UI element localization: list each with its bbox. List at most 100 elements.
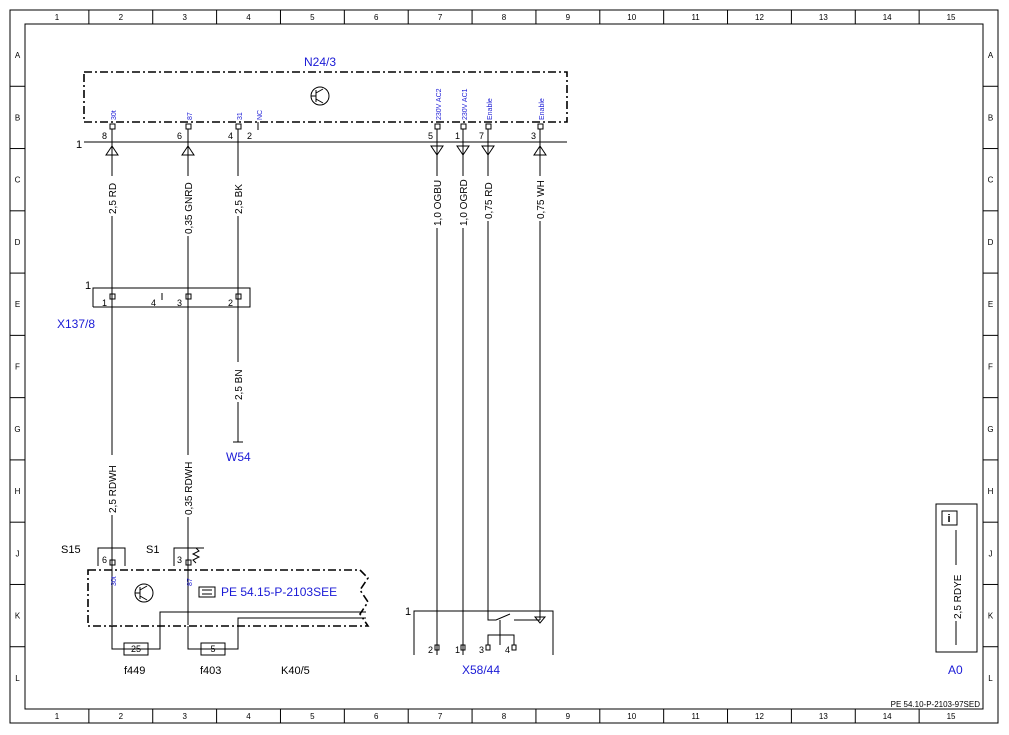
x137-pin-2: 2 (228, 298, 233, 308)
column-label: 2 (119, 712, 124, 721)
column-label: 14 (883, 13, 892, 22)
column-label: 15 (947, 712, 956, 721)
signal-31: 31 (237, 112, 244, 120)
column-label: 9 (566, 712, 571, 721)
row-label: J (989, 549, 993, 558)
row-label: D (15, 238, 21, 247)
signal-enable-1: Enable (487, 98, 494, 120)
column-label: 1 (55, 712, 60, 721)
k40-s15-label: S15 (61, 544, 81, 556)
k40-signal-87: 87 (187, 578, 194, 586)
transistor-icon (134, 583, 154, 603)
row-label: J (16, 549, 20, 558)
connector-x58-44-ref: 1 (405, 606, 411, 618)
sheet-frame (9, 9, 999, 724)
resistor-icon (191, 547, 201, 564)
column-label: 11 (691, 13, 700, 22)
fuse-f403-label: f403 (200, 665, 221, 677)
row-label: D (988, 238, 994, 247)
row-label: A (15, 51, 21, 60)
module-k40-5[interactable]: S15 S1 6 3 30t 87 PE 54.15-P-2103SEE K40… (61, 544, 370, 677)
k40-s1-label: S1 (146, 544, 159, 556)
column-label: 13 (819, 13, 828, 22)
column-label: 4 (246, 13, 251, 22)
signal-enable-2: Enable (539, 98, 546, 120)
signal-nc: NC (257, 110, 264, 120)
k40-pin-6: 6 (102, 555, 107, 565)
column-label: 8 (502, 712, 507, 721)
column-label: 3 (182, 13, 187, 22)
column-label: 9 (566, 13, 571, 22)
pin-1: 1 (455, 131, 460, 141)
row-label: K (15, 612, 21, 621)
wires (111, 142, 541, 655)
row-label: G (14, 425, 20, 434)
component-a0-label: A0 (948, 663, 963, 677)
connector-x137-8[interactable]: 1 X137/8 1 4 3 2 (57, 280, 251, 331)
row-label: K (988, 612, 994, 621)
pin-6: 6 (177, 131, 182, 141)
column-label: 4 (246, 712, 251, 721)
wire-label-3: 2,5 BK (234, 184, 245, 214)
connector-x58-44-label: X58/44 (462, 663, 500, 677)
row-label: C (988, 176, 994, 185)
column-label: 3 (182, 712, 187, 721)
fuse-f449[interactable]: 25 f449 (111, 626, 161, 677)
pin-terminals (109, 122, 544, 142)
row-label: G (987, 425, 993, 434)
column-label: 1 (55, 13, 60, 22)
info-icon: i (947, 513, 950, 525)
row-label: L (15, 674, 20, 683)
fuse-f403[interactable]: 5 f403 (187, 626, 239, 677)
wire-label-1: 2,5 RD (108, 183, 119, 214)
switch-icon (487, 612, 547, 645)
connector-x58-44[interactable]: 1 2 1 3 4 X58/44 (405, 606, 554, 677)
component-a0[interactable]: i 2,5 RDYE A0 (935, 503, 978, 677)
wire-label-5: 1,0 OGRD (459, 179, 470, 226)
column-grid: 1122334455667788991010111112121313141415… (55, 10, 956, 723)
column-label: 10 (627, 13, 636, 22)
fuse-f403-rating: 5 (210, 644, 215, 654)
signal-230v-ac2: 230V AC2 (436, 88, 443, 120)
wire-label-8: 2,5 BN (234, 369, 245, 400)
column-label: 5 (310, 13, 315, 22)
x137-pin-1: 1 (102, 298, 107, 308)
ground-w54-label[interactable]: W54 (226, 450, 251, 464)
x58-pin-3: 3 (479, 645, 484, 655)
wire-label-2: 0,35 GNRD (184, 182, 195, 234)
column-label: 12 (755, 13, 764, 22)
connector-symbols (105, 145, 547, 156)
x58-pin-4: 4 (505, 645, 510, 655)
column-label: 6 (374, 13, 379, 22)
fuse-f449-rating: 25 (131, 644, 141, 654)
pin-2: 2 (247, 131, 252, 141)
column-label: 12 (755, 712, 764, 721)
sheet-footer-reference: PE 54.10-P-2103-97SED (891, 700, 981, 709)
column-label: 5 (310, 712, 315, 721)
transistor-icon (310, 86, 330, 106)
column-label: 14 (883, 712, 892, 721)
column-label: 7 (438, 712, 443, 721)
pin-8: 8 (102, 131, 107, 141)
pin-3: 3 (531, 131, 536, 141)
module-n24-3[interactable]: N24/3 1 30t 87 31 NC 230V AC2 230V AC1 E… (76, 55, 568, 156)
column-label: 6 (374, 712, 379, 721)
pin-4: 4 (228, 131, 233, 141)
column-label: 15 (947, 13, 956, 22)
column-label: 8 (502, 13, 507, 22)
reference-pointer-icon (198, 586, 216, 598)
signal-87: 87 (187, 112, 194, 120)
column-label: 7 (438, 13, 443, 22)
row-label: C (15, 176, 21, 185)
row-label: H (988, 487, 994, 496)
column-label: 10 (627, 712, 636, 721)
k40-signal-30t: 30t (111, 576, 118, 586)
k40-reference-link[interactable]: PE 54.15-P-2103SEE (221, 585, 337, 599)
pin-5: 5 (428, 131, 433, 141)
row-label: A (988, 51, 994, 60)
column-label: 2 (119, 13, 124, 22)
x137-pin-4: 4 (151, 298, 156, 308)
row-label: F (988, 363, 993, 372)
x58-pin-1: 1 (455, 645, 460, 655)
